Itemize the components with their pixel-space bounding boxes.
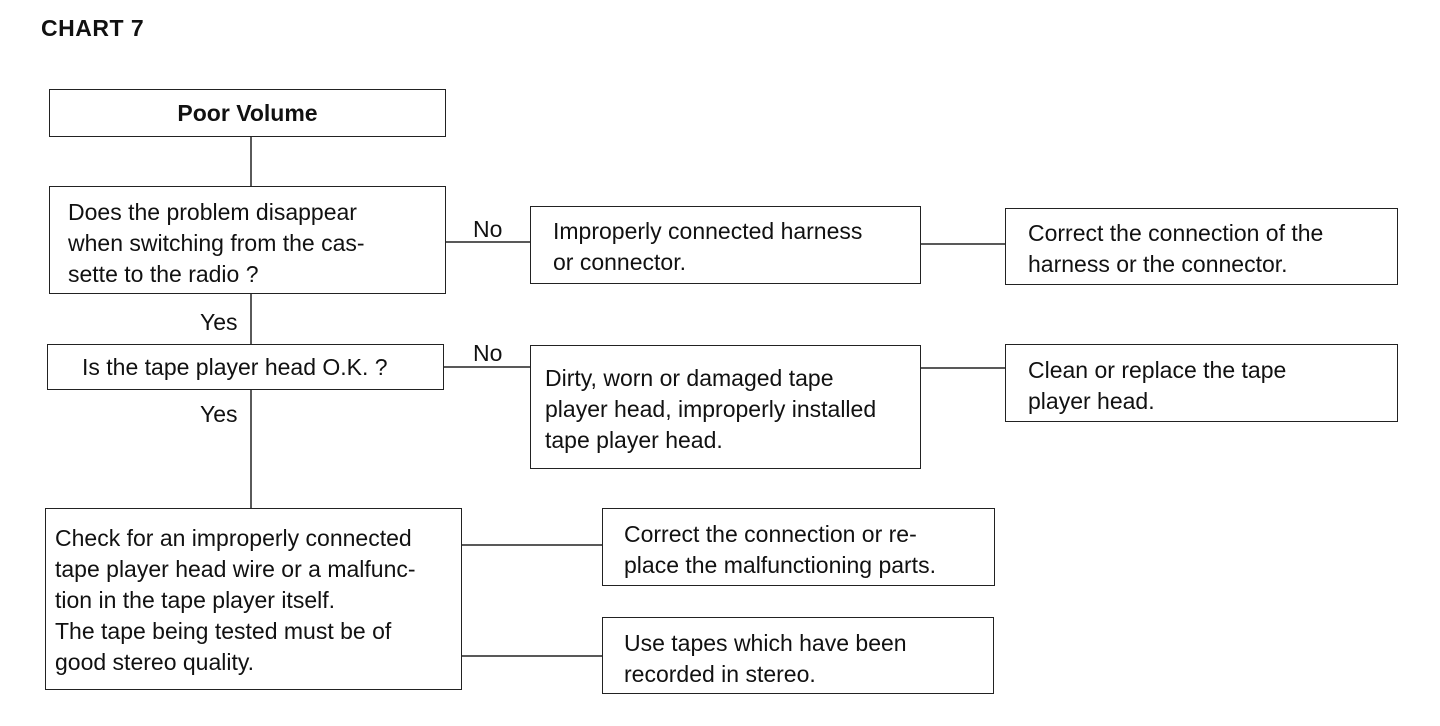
remedy-box-1: Correct the connection of the harness or… [1005,208,1398,285]
cause-box-2: Dirty, worn or damaged tape player head,… [530,345,921,469]
q1-no-label: No [473,216,503,242]
question-1-text: Does the problem disappear when switchin… [68,199,365,287]
question-2-text: Is the tape player head O.K. ? [82,354,388,380]
start-box-poor-volume: Poor Volume [49,89,446,137]
cause-box-1: Improperly connected harness or connecto… [530,206,921,284]
cause-2-text: Dirty, worn or damaged tape player head,… [545,365,877,453]
chart-title: CHART 7 [41,15,145,41]
check-box: Check for an improperly connected tape p… [45,508,462,690]
check-text: Check for an improperly connected tape p… [55,525,416,675]
q2-yes-label: Yes [200,401,238,427]
q2-no-label: No [473,340,503,366]
remedy-box-4: Use tapes which have been recorded in st… [602,617,994,694]
cause-1-text: Improperly connected harness or connecto… [553,218,863,275]
start-text: Poor Volume [177,100,318,126]
remedy-2-text: Clean or replace the tape player head. [1028,357,1287,414]
q1-yes-label: Yes [200,309,238,335]
remedy-box-2: Clean or replace the tape player head. [1005,344,1398,422]
question-box-2: Is the tape player head O.K. ? [47,344,444,390]
remedy-box-3: Correct the connection or re- place the … [602,508,995,586]
remedy-1-text: Correct the connection of the harness or… [1028,220,1324,277]
question-box-1: Does the problem disappear when switchin… [49,186,446,294]
remedy-4-text: Use tapes which have been recorded in st… [624,630,907,687]
remedy-3-text: Correct the connection or re- place the … [624,521,936,578]
